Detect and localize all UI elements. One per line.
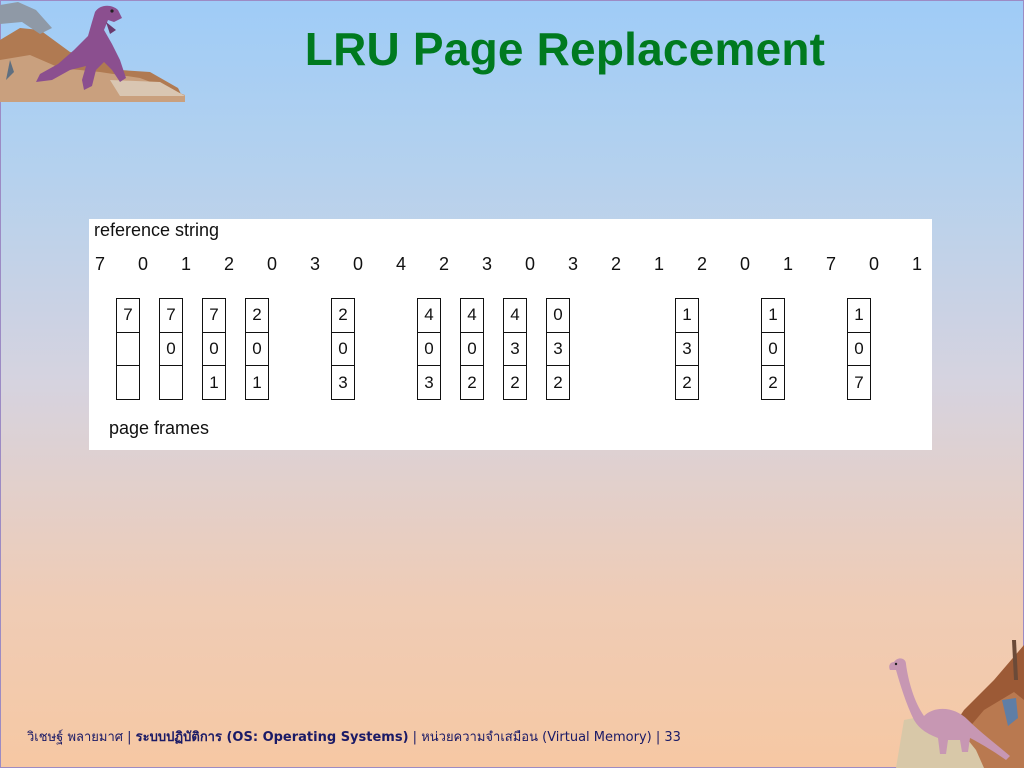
footer-page-number: 33 bbox=[664, 730, 681, 745]
reference-digit: 0 bbox=[137, 254, 148, 274]
footer-course: ระบบปฏิบัติการ (OS: Operating Systems) bbox=[135, 730, 409, 745]
reference-digit: 2 bbox=[438, 254, 449, 274]
reference-digit: 2 bbox=[610, 254, 621, 274]
frame-cell: 7 bbox=[123, 305, 133, 325]
reference-digit: 3 bbox=[481, 254, 492, 274]
slide-footer: วิเชษฐ์ พลายมาศ | ระบบปฏิบัติการ (OS: Op… bbox=[27, 726, 681, 747]
footer-separator: | bbox=[651, 730, 665, 745]
frame-cell bbox=[117, 331, 139, 366]
frame-cell: 1 bbox=[682, 305, 692, 325]
dinosaur-brontosaurus-image bbox=[889, 640, 1024, 768]
frame-cell: 2 bbox=[547, 365, 569, 399]
reference-digit: 0 bbox=[266, 254, 277, 274]
frame-cell: 2 bbox=[676, 365, 698, 399]
frame-cell: 2 bbox=[252, 305, 262, 325]
frame-cell: 3 bbox=[547, 331, 569, 366]
reference-digit: 4 bbox=[395, 254, 406, 274]
reference-digit: 0 bbox=[868, 254, 879, 274]
frame-cell: 3 bbox=[504, 331, 526, 366]
footer-chapter: หน่วยความจำเสมือน (Virtual Memory) bbox=[421, 730, 652, 745]
page-frames-label: page frames bbox=[109, 418, 210, 438]
frame-column: 7 bbox=[116, 298, 140, 400]
footer-separator: | bbox=[408, 730, 422, 745]
reference-digit: 1 bbox=[653, 254, 664, 274]
reference-digit: 7 bbox=[825, 254, 836, 274]
frame-cell: 0 bbox=[762, 331, 784, 366]
frame-cell: 0 bbox=[160, 331, 182, 366]
frame-cell bbox=[117, 365, 139, 399]
reference-digit: 3 bbox=[567, 254, 578, 274]
frame-cell: 4 bbox=[424, 305, 434, 325]
reference-digit: 1 bbox=[782, 254, 793, 274]
reference-digit: 2 bbox=[223, 254, 234, 274]
frame-cell: 0 bbox=[461, 331, 483, 366]
dinosaur-trex-image bbox=[0, 2, 185, 102]
frame-cell: 0 bbox=[848, 331, 870, 366]
frame-cell: 0 bbox=[553, 305, 563, 325]
frame-cell: 3 bbox=[418, 365, 440, 399]
reference-digit: 3 bbox=[309, 254, 320, 274]
reference-string-label: reference string bbox=[94, 220, 220, 240]
frame-cell: 0 bbox=[418, 331, 440, 366]
frame-cell: 0 bbox=[203, 331, 225, 366]
frame-cell: 2 bbox=[338, 305, 348, 325]
footer-separator: | bbox=[123, 730, 136, 745]
frame-cell: 0 bbox=[246, 331, 268, 366]
frame-cell: 2 bbox=[762, 365, 784, 399]
frame-cell: 4 bbox=[467, 305, 477, 325]
reference-digit: 1 bbox=[911, 254, 922, 274]
frame-cell: 1 bbox=[246, 365, 268, 399]
frame-cell: 7 bbox=[166, 305, 176, 325]
frame-cell bbox=[160, 365, 182, 399]
frame-cell: 2 bbox=[461, 365, 483, 399]
reference-digit: 0 bbox=[739, 254, 750, 274]
slide-title: LRU Page Replacement bbox=[304, 23, 826, 75]
frame-cell: 7 bbox=[848, 365, 870, 399]
frame-cell: 7 bbox=[209, 305, 219, 325]
reference-digit: 0 bbox=[524, 254, 535, 274]
frame-cell: 2 bbox=[504, 365, 526, 399]
frame-cell: 1 bbox=[203, 365, 225, 399]
frame-cell: 0 bbox=[332, 331, 354, 366]
frame-cell: 1 bbox=[768, 305, 778, 325]
footer-author: วิเชษฐ์ พลายมาศ bbox=[27, 730, 124, 745]
frame-cell: 1 bbox=[854, 305, 864, 325]
reference-digit: 0 bbox=[352, 254, 363, 274]
frame-cell: 3 bbox=[332, 365, 354, 399]
reference-digit: 2 bbox=[696, 254, 707, 274]
reference-digit: 1 bbox=[180, 254, 191, 274]
frame-cell: 4 bbox=[510, 305, 520, 325]
reference-digit: 7 bbox=[94, 254, 105, 274]
frame-cell: 3 bbox=[676, 331, 698, 366]
